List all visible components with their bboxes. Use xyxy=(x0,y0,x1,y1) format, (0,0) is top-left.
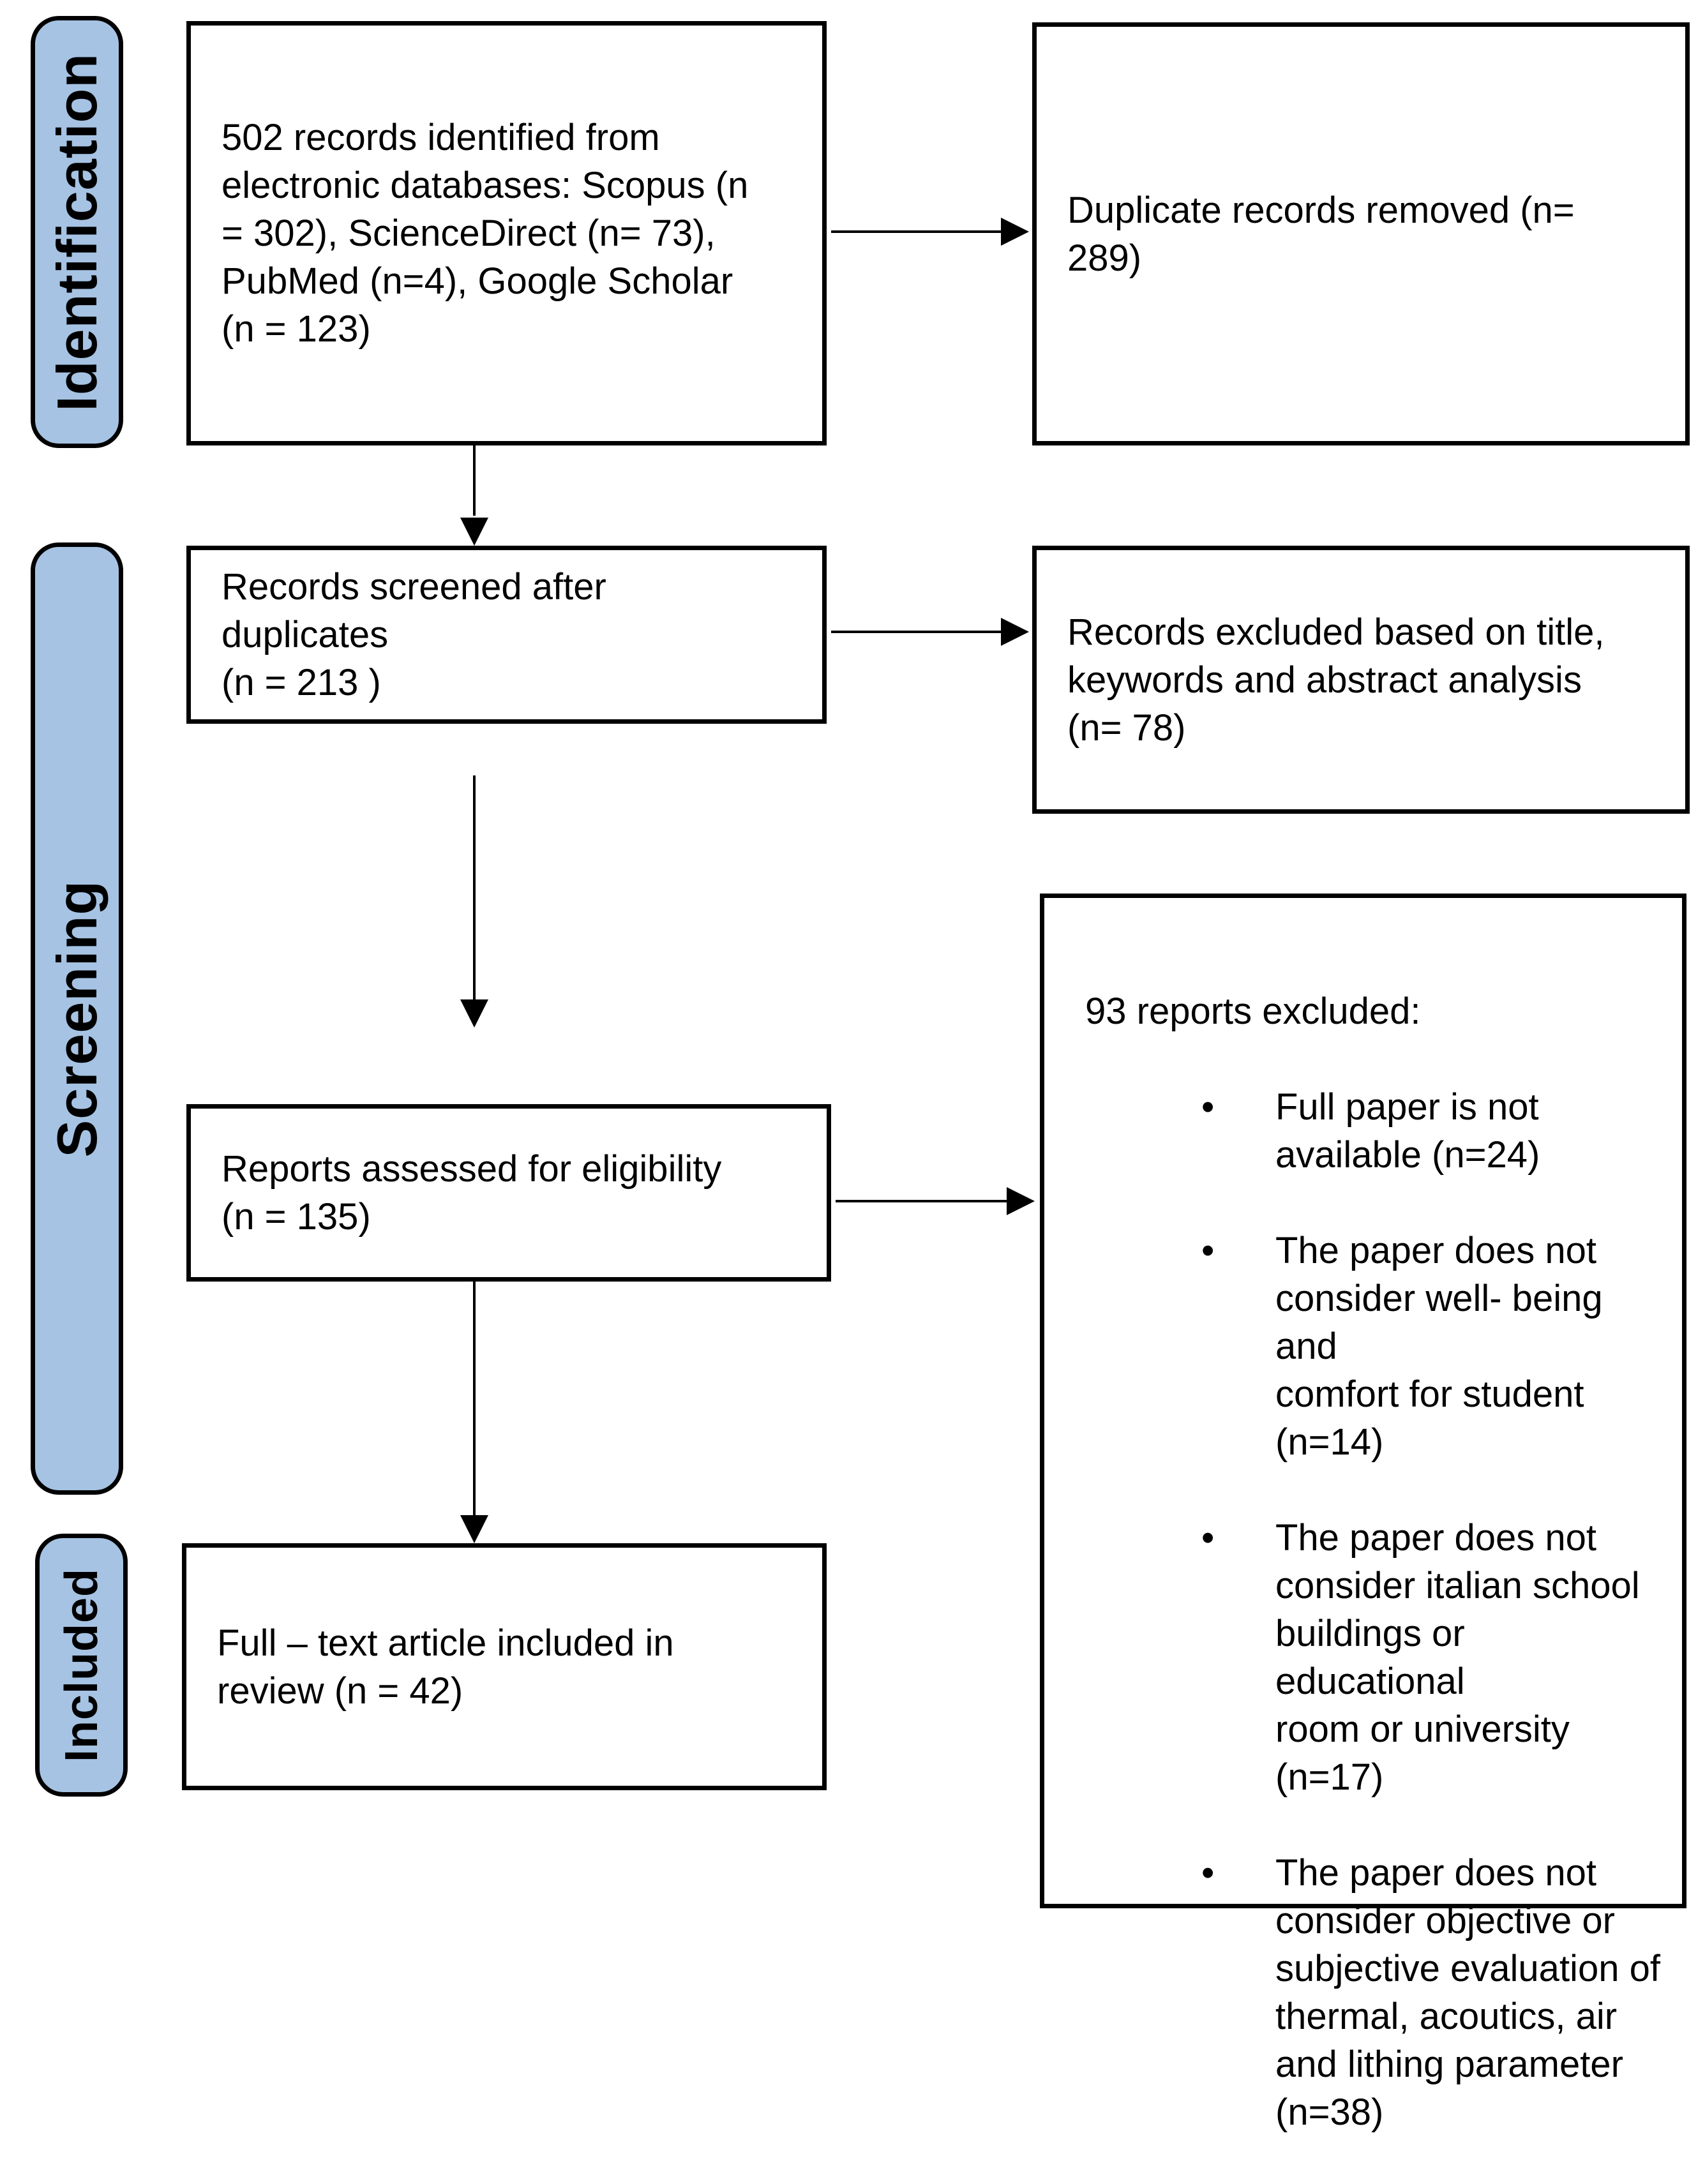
box-reports-assessed-text: Reports assessed for eligibility (n = 13… xyxy=(222,1148,722,1238)
box-records-screened: Records screened after duplicates (n = 2… xyxy=(186,546,827,724)
arrow-down-icon xyxy=(460,999,488,1028)
stage-label-screening: Screening xyxy=(45,879,109,1158)
box-records-excluded-title-abstract: Records excluded based on title, keyword… xyxy=(1032,546,1690,814)
stage-bar-screening: Screening xyxy=(31,542,123,1495)
arrow-screened-to-excluded-line xyxy=(831,631,1001,633)
arrow-right-icon xyxy=(1001,618,1029,646)
box-records-identified: 502 records identified from electronic d… xyxy=(186,21,827,445)
arrow-down-icon xyxy=(460,1515,488,1543)
stage-bar-identification: Identification xyxy=(31,16,123,448)
arrow-screened-to-assessed-line xyxy=(473,775,476,999)
reports-excluded-item: Full paper is not available (n=24) xyxy=(1085,1083,1663,1179)
arrow-assessed-to-excluded-line xyxy=(836,1200,1007,1202)
box-full-text-included: Full – text article included in review (… xyxy=(182,1543,827,1790)
stage-label-included: Included xyxy=(56,1567,107,1762)
reports-excluded-item: The paper does not consider objective or… xyxy=(1085,1849,1663,2136)
arrow-right-icon xyxy=(1007,1187,1035,1215)
arrow-down-icon xyxy=(460,518,488,546)
reports-excluded-title: 93 reports excluded: xyxy=(1085,991,1421,1032)
arrow-identified-to-screened-line xyxy=(473,445,476,516)
box-reports-excluded: 93 reports excluded: Full paper is not a… xyxy=(1040,894,1686,2133)
box-duplicates-removed-text: Duplicate records removed (n= 289) xyxy=(1067,189,1575,279)
arrow-identified-to-duplicates-line xyxy=(831,230,1001,233)
prisma-flow-diagram: Identification Screening Included 502 re… xyxy=(0,0,1705,1930)
arrow-right-icon xyxy=(1001,218,1029,246)
box-records-excluded-title-abstract-text: Records excluded based on title, keyword… xyxy=(1067,611,1605,749)
reports-excluded-list: Full paper is not available (n=24) The p… xyxy=(1085,1035,1663,2184)
stage-label-identification: Identification xyxy=(45,52,109,412)
reports-excluded-item: The paper does not consider italian scho… xyxy=(1085,1514,1663,1801)
box-full-text-included-text: Full – text article included in review (… xyxy=(217,1622,674,1712)
box-records-identified-text: 502 records identified from electronic d… xyxy=(222,117,749,350)
reports-excluded-item: The paper does not consider well- being … xyxy=(1085,1227,1663,1466)
box-reports-assessed: Reports assessed for eligibility (n = 13… xyxy=(186,1104,831,1282)
stage-bar-included: Included xyxy=(35,1534,128,1797)
arrow-assessed-to-included-line xyxy=(473,1282,476,1515)
box-duplicates-removed: Duplicate records removed (n= 289) xyxy=(1032,22,1690,445)
box-records-screened-text: Records screened after duplicates (n = 2… xyxy=(222,566,606,703)
